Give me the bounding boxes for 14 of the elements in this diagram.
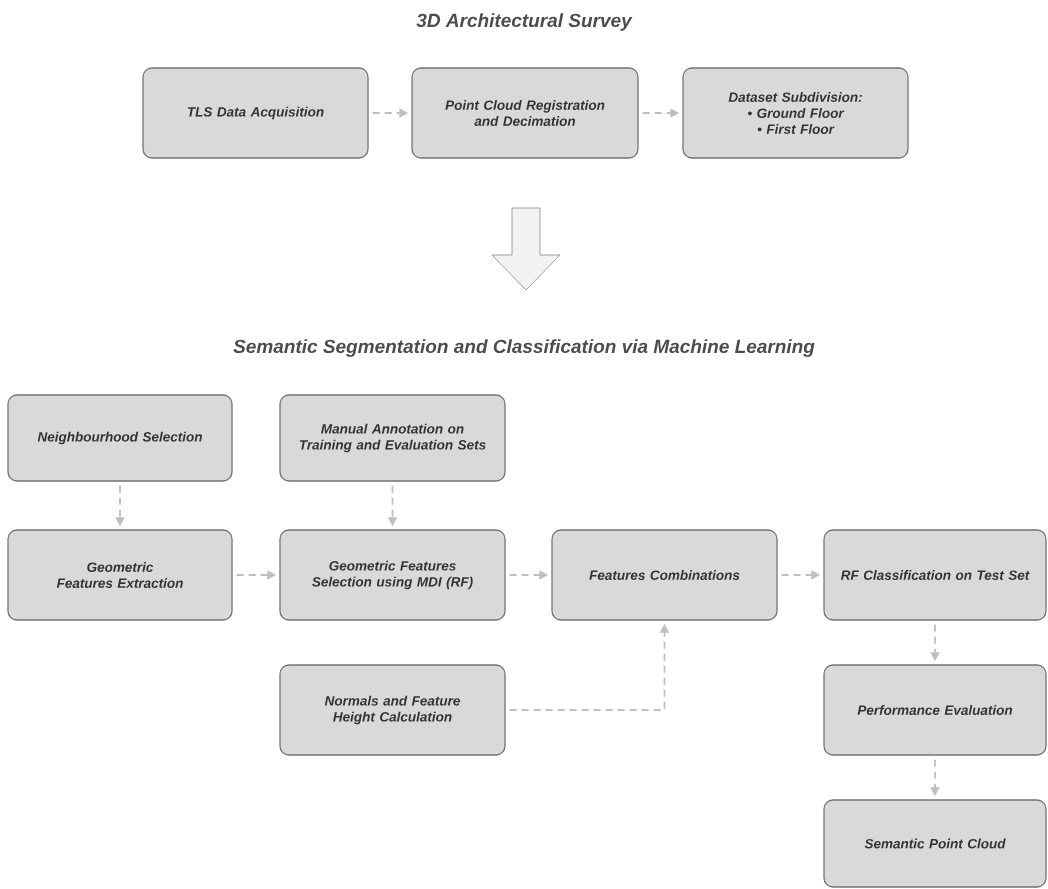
process-box: TLS Data Acquisition	[142, 67, 369, 159]
process-box: Geometric Features Selection using MDI (RF)	[279, 529, 506, 621]
process-box: Manual Annotation on Training and Evaluation Sets	[279, 394, 506, 482]
process-box: Geometric Features Extraction	[7, 529, 233, 621]
process-box: RF Classification on Test Set	[823, 529, 1047, 621]
process-box: Performance Evaluation	[823, 664, 1047, 756]
process-box: Neighbourhood Selection	[7, 394, 233, 482]
process-box: Normals and Feature Height Calculation	[279, 664, 506, 756]
process-box: Dataset Subdivision: • Ground Floor • First Floor	[682, 67, 909, 159]
section-title: Semantic Segmentation and Classification via Machine Learning	[233, 339, 815, 357]
section-title: 3D Architectural Survey	[416, 13, 633, 31]
process-box: Features Combinations	[551, 529, 778, 621]
process-box: Semantic Point Cloud	[823, 799, 1047, 888]
process-box: Point Cloud Registration and Decimation	[411, 67, 639, 159]
